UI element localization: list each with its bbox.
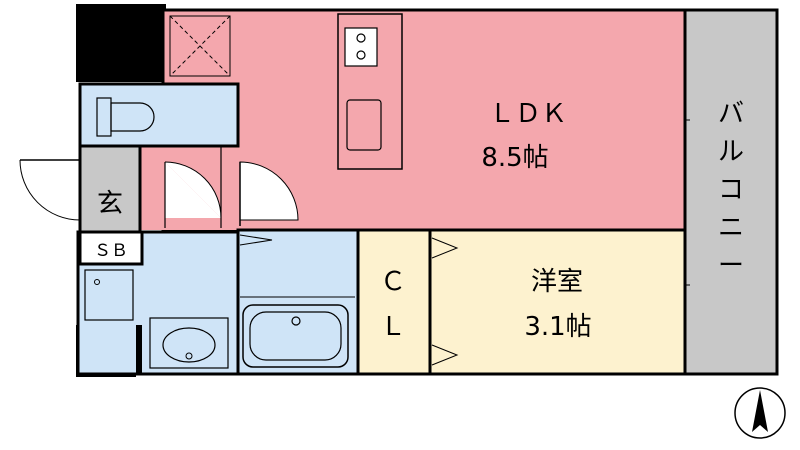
ldk-name: ＬＤＫ — [489, 99, 567, 129]
balcony-label: バ ル コ ニ ー — [718, 99, 744, 281]
washing-machine-icon — [84, 269, 134, 321]
svg-text:バ: バ — [718, 99, 744, 129]
closet — [356, 228, 432, 376]
fridge-space — [169, 15, 231, 77]
closet-label-l: Ｌ — [380, 312, 406, 342]
svg-text:ニ: ニ — [718, 213, 744, 243]
svg-text:ル: ル — [718, 137, 744, 167]
bathtub-icon — [242, 304, 349, 368]
sink-icon — [346, 99, 382, 151]
bathroom — [236, 228, 360, 376]
closet-label-c: Ｃ — [380, 267, 406, 297]
svg-text:ー: ー — [718, 251, 744, 281]
wall-block-top-left — [76, 4, 166, 82]
toilet-door — [164, 146, 222, 228]
washroom-door — [239, 161, 299, 226]
toilet-icon — [96, 97, 155, 137]
toilet-room — [78, 82, 240, 148]
western-room-size: 3.1帖 — [524, 312, 591, 342]
western-room — [428, 228, 687, 376]
western-room-name: 洋室 — [531, 267, 583, 297]
ldk-size: 8.5帖 — [481, 143, 548, 173]
balcony — [683, 8, 779, 376]
shoe-box-label: ＳＢ — [94, 241, 128, 261]
svg-text:コ: コ — [718, 175, 744, 205]
entrance — [78, 144, 142, 234]
shoe-box — [78, 230, 144, 266]
north-arrow-icon — [734, 387, 786, 439]
stove-icon — [344, 27, 378, 67]
entrance-door — [19, 159, 81, 221]
washbasin-icon — [149, 317, 229, 369]
entrance-label: 玄 — [97, 189, 123, 219]
